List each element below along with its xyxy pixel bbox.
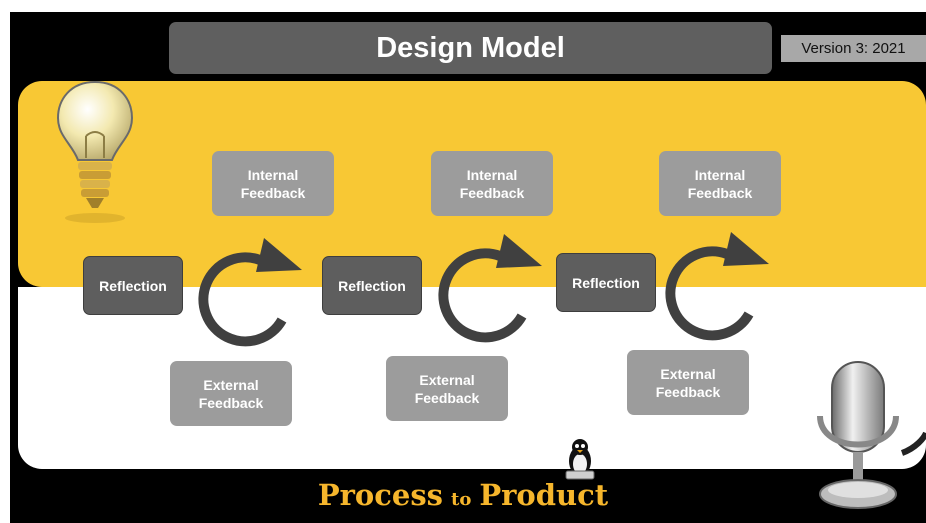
reflection-box: Reflection <box>556 253 656 312</box>
internal-feedback-label: Internal Feedback <box>459 166 525 201</box>
microphone-icon <box>817 361 926 509</box>
reflection-label: Reflection <box>338 277 406 294</box>
penguin-icon <box>565 439 595 480</box>
reflection-box: Reflection <box>322 256 422 315</box>
cycle-arrow-icon <box>438 234 542 343</box>
cycle-arrow-icon <box>665 232 769 341</box>
lightbulb-icon <box>56 80 134 223</box>
title-bar: Design Model <box>169 22 772 74</box>
external-feedback-box: External Feedback <box>170 361 292 426</box>
cycle-arrow-icon <box>198 238 302 347</box>
external-feedback-box: External Feedback <box>627 350 749 415</box>
external-feedback-label: External Feedback <box>414 371 480 406</box>
internal-feedback-box: Internal Feedback <box>212 151 334 216</box>
reflection-label: Reflection <box>99 277 167 294</box>
reflection-label: Reflection <box>572 274 640 291</box>
internal-feedback-label: Internal Feedback <box>240 166 306 201</box>
internal-feedback-box: Internal Feedback <box>431 151 553 216</box>
footer-process: Process <box>317 478 444 512</box>
footer-to: to <box>451 489 472 510</box>
reflection-box: Reflection <box>83 256 183 315</box>
footer-product: Product <box>479 478 609 512</box>
page-title: Design Model <box>376 31 565 64</box>
footer-title: Process to Product <box>0 478 926 512</box>
internal-feedback-label: Internal Feedback <box>687 166 753 201</box>
version-text: Version 3: 2021 <box>801 40 906 57</box>
external-feedback-label: External Feedback <box>655 365 721 400</box>
version-label: Version 3: 2021 <box>781 35 926 62</box>
external-feedback-label: External Feedback <box>198 376 264 411</box>
internal-feedback-box: Internal Feedback <box>659 151 781 216</box>
external-feedback-box: External Feedback <box>386 356 508 421</box>
